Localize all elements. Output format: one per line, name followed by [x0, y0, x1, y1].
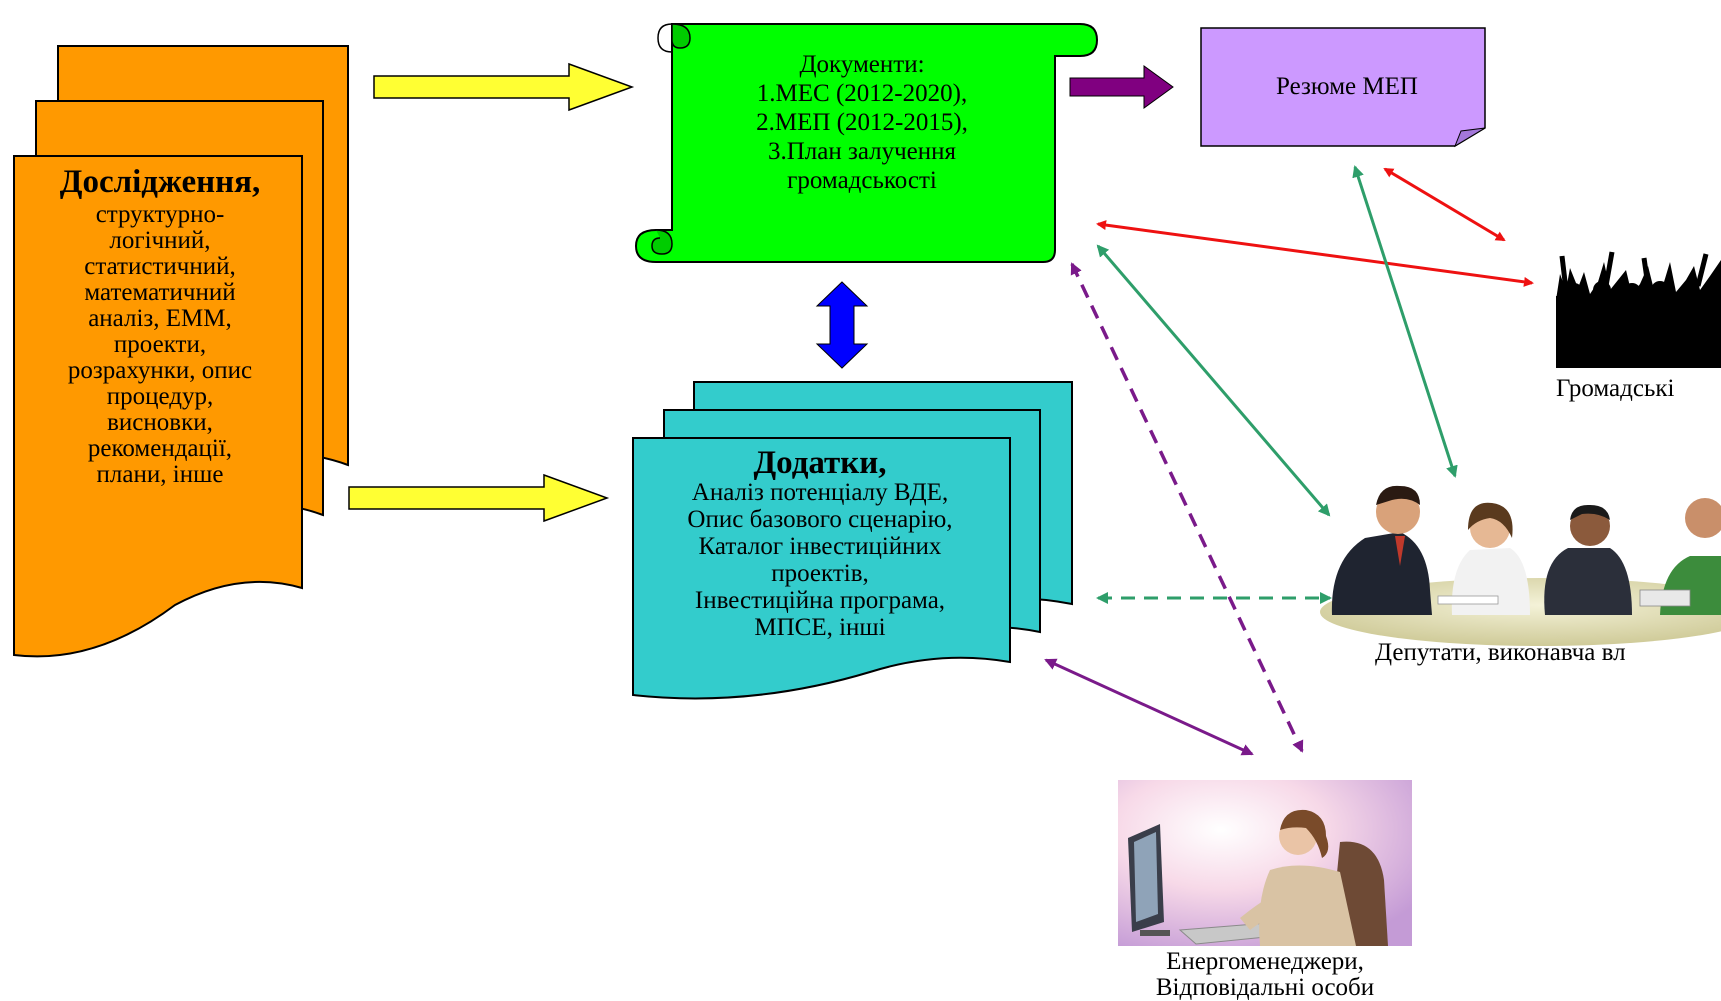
research-line: висновки, — [107, 409, 213, 436]
research-line: структурно- — [96, 201, 225, 228]
blue-double-arrow — [815, 281, 869, 369]
appendices-line: МПСЕ, інші — [754, 614, 885, 641]
research-line: логічний, — [109, 227, 210, 254]
yellow-arrow-top — [373, 62, 635, 112]
deputies-label: Депутати, виконавча вл — [1375, 639, 1626, 666]
research-line: математичний — [84, 279, 235, 306]
purple-arrow-appendices-managers — [1044, 658, 1254, 756]
scroll-body — [634, 23, 1099, 263]
appendices-line: Опис базового сценарію, — [687, 506, 952, 533]
public-label: Громадські — [1556, 375, 1675, 402]
red-arrow-resume-public — [1383, 167, 1506, 242]
appendices-line: Каталог інвестиційних — [699, 533, 942, 560]
managers-line: Енергоменеджери, — [1166, 948, 1364, 975]
research-line: розрахунки, опис — [68, 357, 252, 384]
appendices-page-front — [632, 437, 1011, 700]
red-arrow-documents-public — [1096, 220, 1534, 287]
scroll-top-curl — [671, 23, 691, 49]
deputies-group: Депутати, виконавча вл — [1320, 485, 1721, 666]
green-arrow-documents-deputies — [1096, 244, 1331, 517]
documents-line: громадськості — [787, 167, 937, 194]
resume-note: Резюме МЕП — [1200, 27, 1486, 148]
scroll-top-roll — [657, 23, 673, 53]
appendices-stack: Додатки, Аналіз потенціалу ВДЕ, Опис баз… — [632, 381, 1073, 700]
energy-manager-image — [1118, 780, 1412, 946]
research-line: проекти, — [114, 331, 206, 358]
documents-line: Документи: — [799, 51, 924, 78]
research-title: Дослідження, — [60, 164, 261, 200]
research-line: процедур, — [107, 383, 214, 410]
crowd-silhouette-icon — [1556, 251, 1721, 368]
appendices-title: Додатки, — [753, 445, 886, 481]
green-arrow-resume-deputies — [1352, 165, 1458, 478]
purple-dashed-arrow-documents-managers — [1070, 262, 1304, 753]
resume-label: Резюме МЕП — [1276, 73, 1418, 100]
documents-line: 3.План залучення — [768, 138, 957, 165]
appendices-line: Аналіз потенціалу ВДЕ, — [692, 479, 948, 506]
research-line: плани, інше — [97, 461, 224, 488]
appendices-line: проектів, — [771, 560, 869, 587]
research-line: рекомендації, — [88, 435, 232, 462]
documents-line: 1.МЕС (2012-2020), — [757, 80, 967, 107]
scroll-bottom-curl — [651, 229, 673, 255]
documents-line: 2.МЕП (2012-2015), — [756, 109, 968, 136]
meeting-people-icon — [1320, 485, 1721, 646]
research-stack: Дослідження, структурно- логічний, стати… — [13, 45, 349, 658]
research-page-front — [13, 155, 303, 658]
research-line: статистичний, — [84, 253, 235, 280]
documents-scroll: Документи: 1.МЕС (2012-2020), 2.МЕП (201… — [634, 23, 1099, 263]
resume-note-fold — [1453, 127, 1486, 148]
yellow-arrow-bottom — [348, 473, 610, 523]
managers-line: Відповідальні особи — [1156, 974, 1374, 1001]
purple-arrow — [1069, 65, 1174, 109]
research-line: аналіз, ЕММ, — [88, 305, 232, 332]
managers-group: Енергоменеджери, Відповідальні особи — [1118, 780, 1412, 1001]
appendices-line: Інвестиційна програма, — [695, 587, 945, 614]
public-group: Громадські — [1556, 251, 1721, 402]
